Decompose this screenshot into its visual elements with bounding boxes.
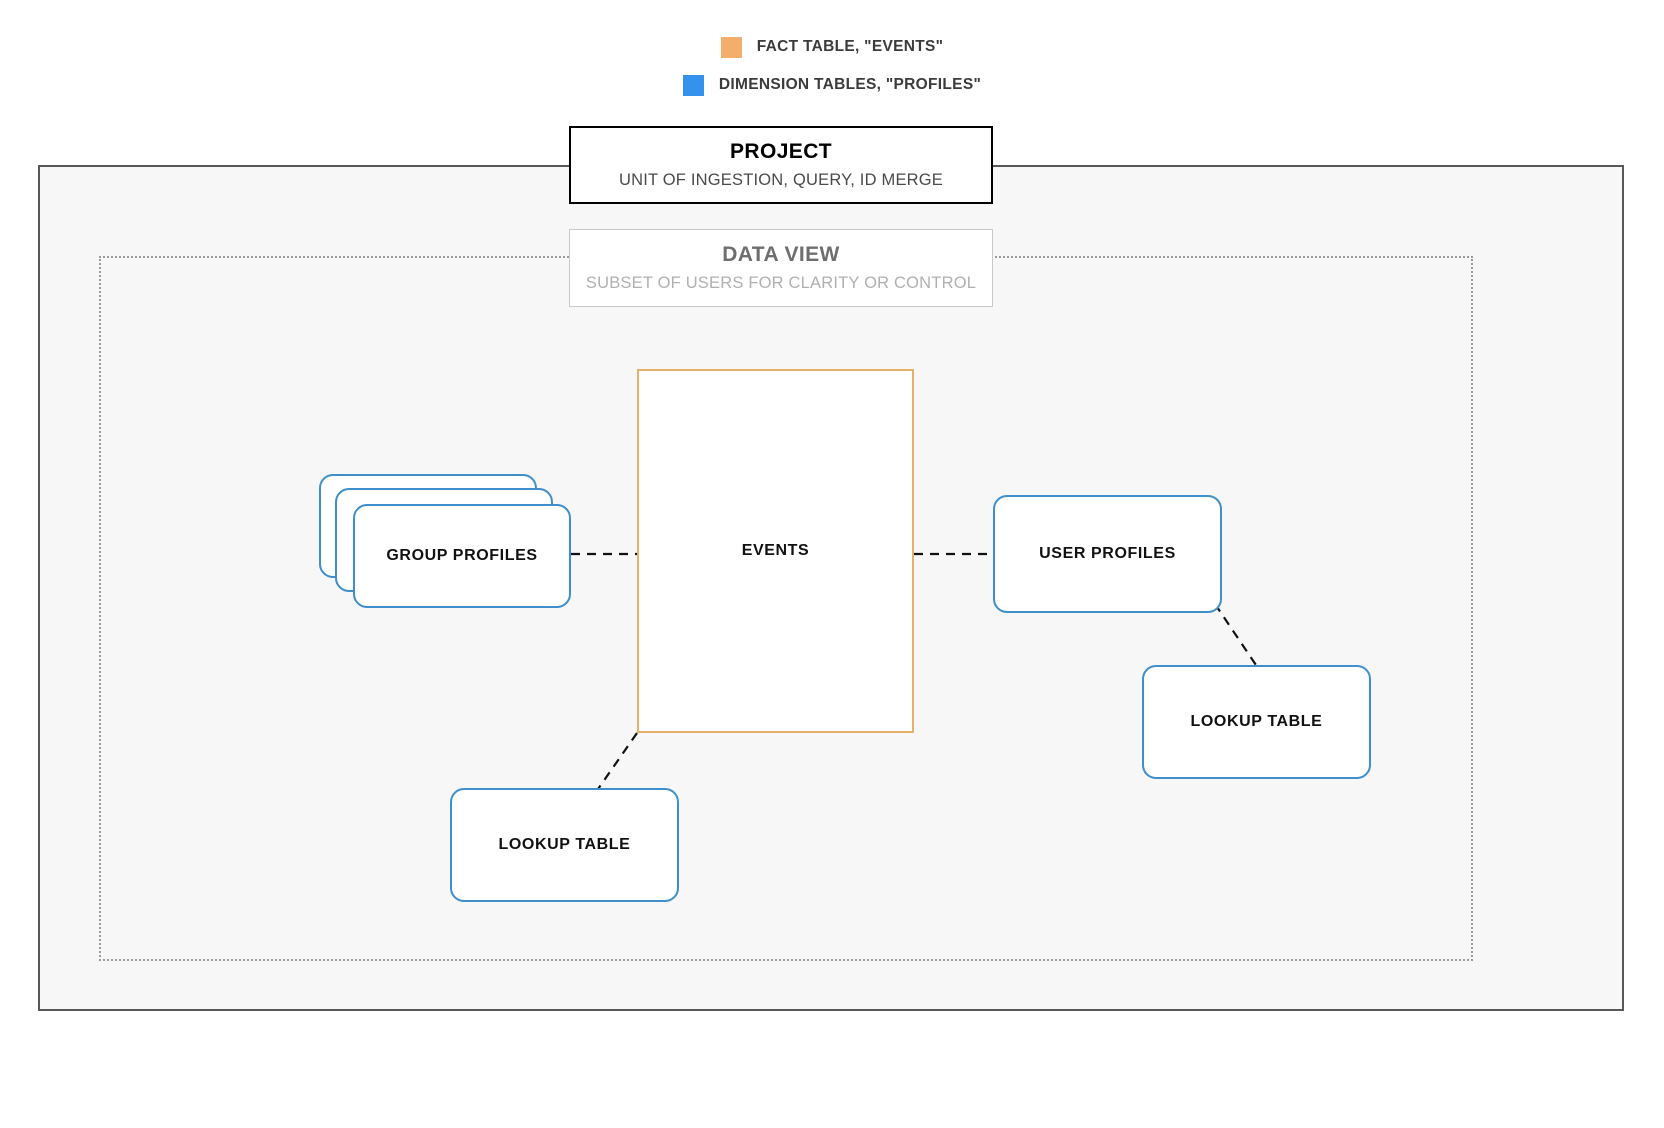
node-lookup-table-left-label: LOOKUP TABLE [498,836,631,853]
node-lookup-table-right[interactable]: LOOKUP TABLE [1142,665,1371,779]
project-subtitle: UNIT OF INGESTION, QUERY, ID MERGE [618,171,943,189]
node-events-label: EVENTS [741,542,810,559]
group-profiles-card-front[interactable]: GROUP PROFILES [353,504,571,608]
project-header-box: PROJECT UNIT OF INGESTION, QUERY, ID MER… [569,126,993,204]
legend-item-fact-table: FACT TABLE, "EVENTS" [0,28,1664,66]
project-title: PROJECT [730,140,832,163]
node-lookup-table-left[interactable]: LOOKUP TABLE [450,788,679,902]
node-group-profiles-label: GROUP PROFILES [386,547,538,564]
data-view-header-box: DATA VIEW SUBSET OF USERS FOR CLARITY OR… [569,229,993,307]
node-user-profiles[interactable]: USER PROFILES [993,495,1222,613]
legend: FACT TABLE, "EVENTS" DIMENSION TABLES, "… [0,28,1664,104]
node-events[interactable]: EVENTS [637,369,914,733]
legend-label-fact-table: FACT TABLE, "EVENTS" [756,38,944,55]
node-user-profiles-label: USER PROFILES [1039,545,1176,562]
legend-item-dimension-tables: DIMENSION TABLES, "PROFILES" [0,66,1664,104]
data-view-subtitle: SUBSET OF USERS FOR CLARITY OR CONTROL [585,274,977,292]
node-lookup-table-right-label: LOOKUP TABLE [1190,713,1323,730]
square-swatch-icon [720,36,742,58]
square-swatch-icon [682,74,704,96]
legend-label-dimension-tables: DIMENSION TABLES, "PROFILES" [718,76,982,93]
node-group-profiles[interactable]: GROUP PROFILES [319,474,571,612]
data-view-title: DATA VIEW [722,243,840,266]
